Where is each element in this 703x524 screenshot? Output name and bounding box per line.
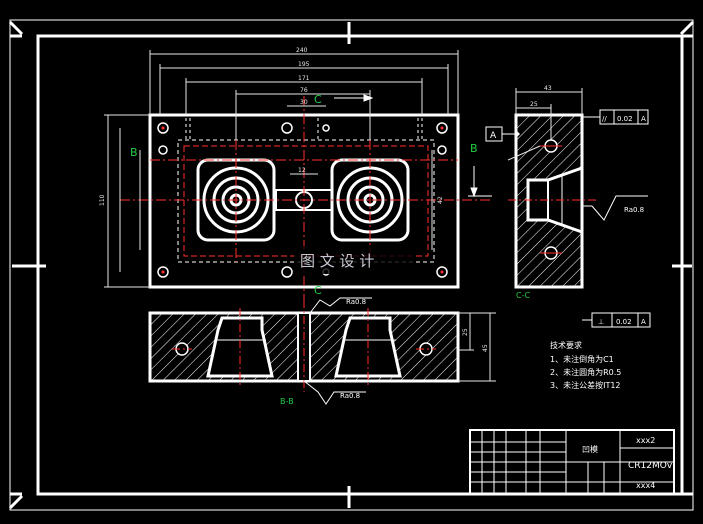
note-2: 2、未注圆角为R0.5 (550, 367, 621, 377)
roughness-front-bottom: Ra0.8 (303, 380, 366, 405)
title-block-texts: 凹模 xxx2 CR12MOv xxx4 (582, 436, 673, 490)
dim-76: 76 (300, 87, 308, 94)
company: xxx4 (636, 481, 655, 490)
roughness-front-bottom-label: Ra0.8 (340, 392, 360, 400)
corner-marks (8, 20, 695, 510)
side-view (508, 113, 596, 289)
dim-171: 171 (298, 75, 310, 82)
front-view-dimensions (458, 312, 496, 382)
datum-a-label: A (490, 131, 497, 141)
dim-43: 43 (544, 85, 552, 92)
note-1: 1、未注倒角为C1 (550, 354, 614, 364)
watermark: 图 文 设 计 (294, 246, 414, 274)
part-name: 凹模 (582, 444, 598, 454)
dim-45-front: 45 (482, 344, 489, 352)
dim-25-front: 25 (462, 328, 469, 336)
dim-12: 12 (298, 167, 306, 174)
top-view (120, 96, 492, 300)
material: CR12MOv (628, 461, 673, 471)
dim-110: 110 (99, 194, 106, 206)
note-3: 3、未注公差按IT12 (550, 380, 621, 390)
top-view-hidden-recess (177, 139, 435, 263)
technical-notes: 技术要求 1、未注倒角为C1 2、未注圆角为R0.5 3、未注公差按IT12 (550, 340, 621, 390)
dim-30: 30 (300, 99, 308, 106)
side-view-dimensions (507, 88, 583, 161)
section-letter-left: B (130, 146, 138, 159)
section-arrows (334, 94, 492, 198)
watermark-text: 图 文 设 计 (300, 252, 374, 270)
title-block (469, 429, 675, 495)
side-view-label: C-C (516, 291, 530, 300)
centering-marks (12, 22, 692, 508)
roughness-front-top: Ra0.8 (309, 297, 372, 314)
dim-25-side: 25 (530, 101, 538, 108)
dim-overall-width: 240 (296, 47, 308, 54)
section-letter-bottom: C (314, 284, 322, 297)
roughness-side: Ra0.8 (582, 195, 648, 221)
front-view (148, 300, 460, 392)
tol-bottom-value: 0.02 (616, 318, 632, 326)
outer-frame (9, 19, 694, 511)
front-view-label: B-B (280, 397, 294, 406)
tol-bottom-datum: A (641, 318, 646, 326)
section-letter-top: C (314, 93, 322, 106)
tolerance-frame-bottom: ⊥ 0.02 A (582, 312, 651, 328)
tolerance-frame-top: // 0.02 A (582, 109, 649, 125)
drawing-number: xxx2 (636, 436, 655, 445)
dim-42: 42 (437, 196, 444, 204)
section-letter-right: B (470, 142, 478, 155)
top-view-dimensions (104, 50, 459, 288)
tol-top-value: 0.02 (617, 115, 633, 123)
datum-a: A (485, 126, 520, 142)
dim-195: 195 (298, 61, 310, 68)
roughness-front-top-label: Ra0.8 (346, 298, 366, 306)
notes-title: 技术要求 (550, 340, 582, 350)
section-markers: C C B B (130, 93, 478, 297)
tol-bottom-symbol: ⊥ (598, 318, 604, 326)
roughness-side-label: Ra0.8 (624, 206, 644, 214)
tol-top-symbol: // (602, 115, 607, 123)
tol-top-datum: A (641, 115, 646, 123)
top-view-dimension-texts: 240 195 171 76 30 12 110 42 (99, 47, 444, 206)
